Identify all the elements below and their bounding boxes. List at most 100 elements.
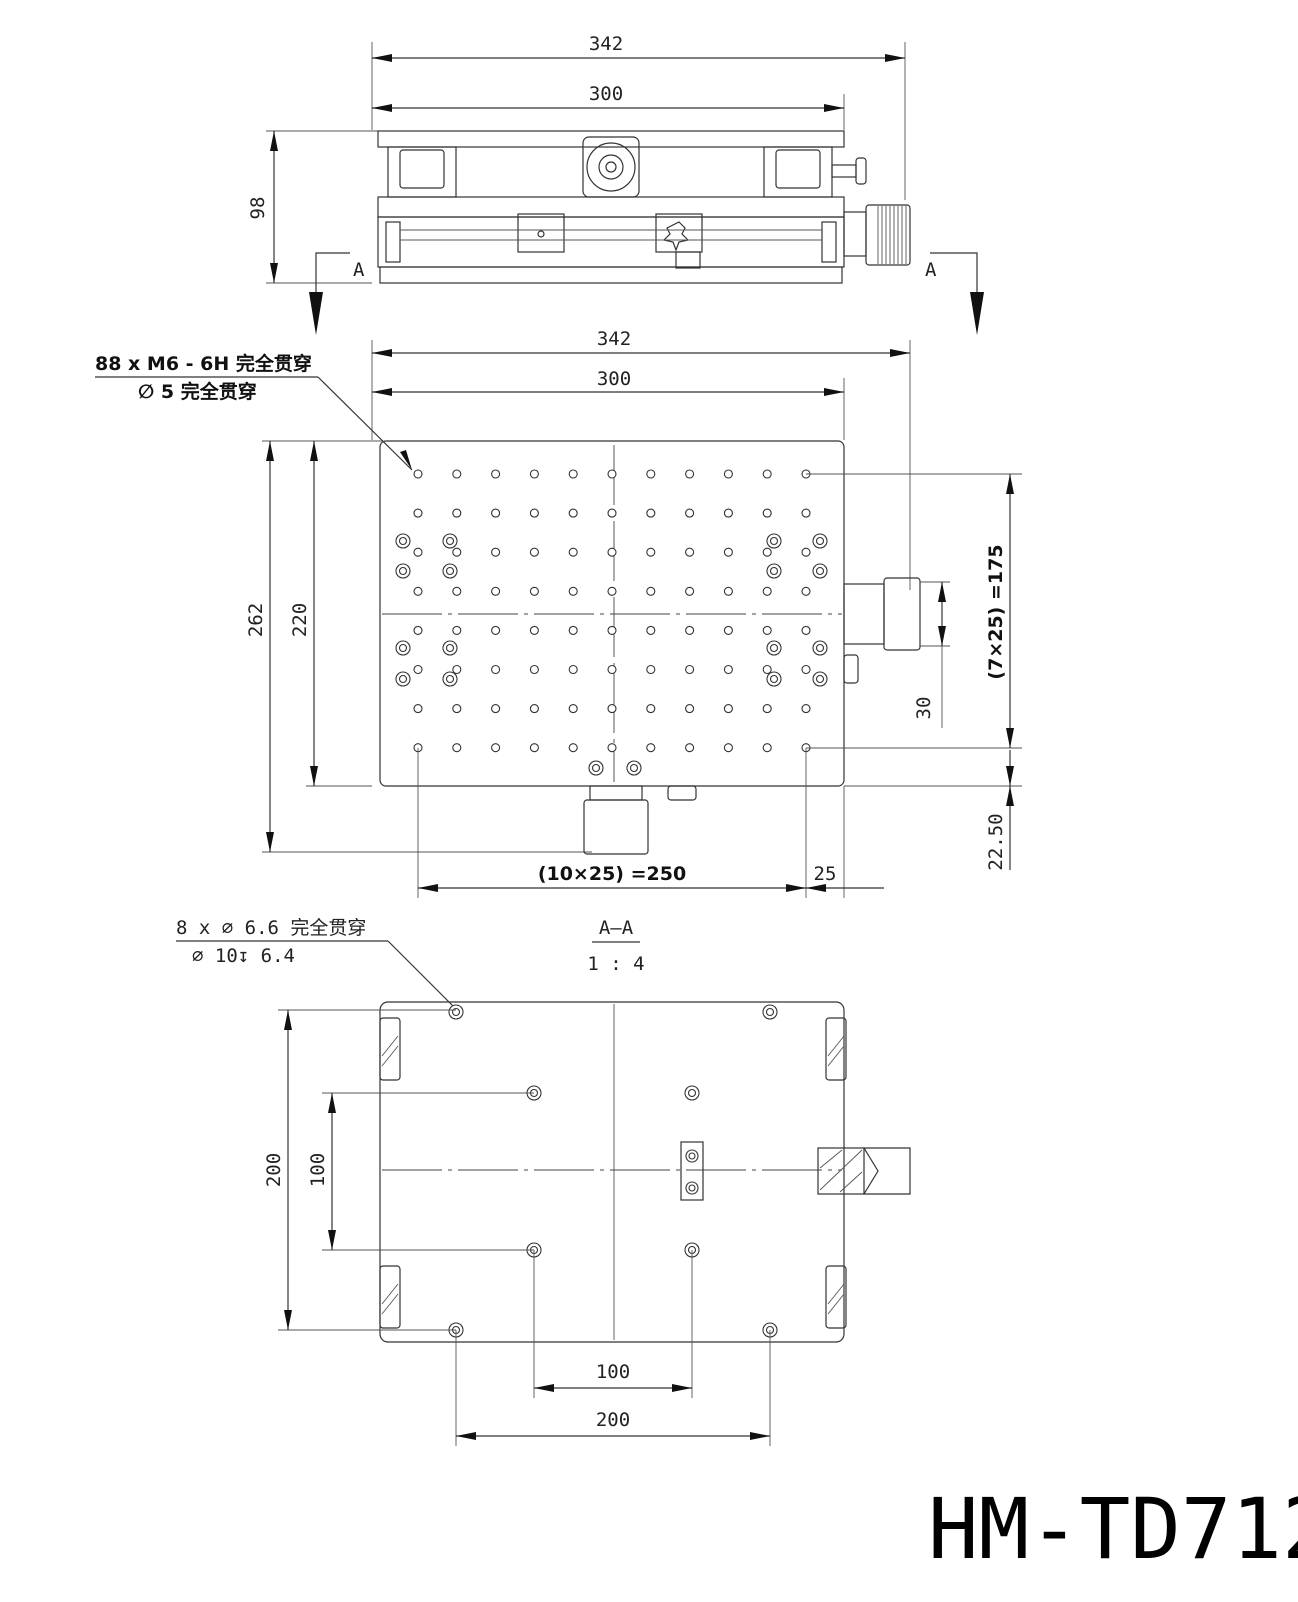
section-view: A—A 1 : 4 8 x ∅ 6.6 完全贯穿 ∅ 10↧ 6.4 [176, 917, 911, 1446]
tapped-hole [568, 508, 578, 518]
tapped-hole [529, 508, 539, 518]
bottom-dim-x-inner: 100 [596, 1361, 630, 1383]
tapped-hole [607, 469, 617, 479]
plan-depth-table: 220 [289, 603, 311, 637]
plan-hole-note-1: 88 x M6 - 6H 完全贯穿 [95, 352, 312, 375]
tapped-hole [762, 508, 772, 518]
mounting-hole [445, 643, 455, 653]
tapped-hole [452, 704, 462, 714]
front-width-overall: 342 [589, 33, 623, 55]
bottom-hole-note-2: ∅ 10↧ 6.4 [192, 945, 295, 967]
plan-pitch-y: (7×25) =175 [985, 544, 1007, 679]
bottom-dim-y-inner: 100 [307, 1153, 329, 1187]
tapped-hole [568, 743, 578, 753]
tapped-hole [607, 586, 617, 596]
tapped-hole [491, 664, 501, 675]
knob-diameter: 30 [913, 697, 935, 720]
bottom-hole-note-1: 8 x ∅ 6.6 完全贯穿 [176, 917, 366, 939]
tapped-hole [723, 508, 733, 518]
section-name: A—A [599, 917, 634, 939]
tapped-hole [607, 547, 617, 557]
plan-view: 342 300 88 x M6 - 6H 完全贯穿 ∅ 5 完全贯穿 262 2… [95, 328, 1022, 898]
tapped-hole [491, 743, 501, 753]
tapped-hole [685, 586, 695, 596]
tapped-hole [413, 664, 423, 675]
tapped-hole [607, 508, 617, 518]
tapped-hole [762, 625, 772, 635]
tapped-hole [685, 743, 695, 753]
tapped-hole [607, 743, 617, 753]
tapped-hole [762, 469, 772, 479]
front-view: 342 300 98 [247, 33, 984, 335]
mounting-hole [629, 763, 639, 773]
tapped-hole [801, 625, 811, 635]
bottom-dim-y-outer: 200 [263, 1153, 285, 1187]
tapped-hole [491, 508, 501, 518]
mounting-hole [769, 674, 779, 684]
plan-hole-note-2: ∅ 5 完全贯穿 [138, 380, 257, 403]
tapped-hole [646, 743, 656, 753]
hole-grid [395, 469, 828, 776]
tapped-hole [452, 664, 462, 675]
tapped-hole [646, 469, 656, 479]
tapped-hole [413, 508, 423, 518]
tapped-hole [529, 586, 539, 596]
tapped-hole [723, 743, 733, 753]
tapped-hole [801, 704, 811, 714]
tapped-hole [491, 586, 501, 596]
tapped-hole [529, 469, 539, 479]
tapped-hole [529, 547, 539, 557]
mounting-hole [591, 763, 601, 773]
tapped-hole [529, 664, 539, 675]
tapped-hole [452, 547, 462, 557]
tapped-hole [646, 625, 656, 635]
tapped-hole [413, 704, 423, 714]
tapped-hole [491, 547, 501, 557]
tapped-hole [452, 625, 462, 635]
tapped-hole [529, 625, 539, 635]
tapped-hole [491, 469, 501, 479]
mounting-hole [398, 643, 408, 653]
tapped-hole [529, 704, 539, 714]
tapped-hole [723, 704, 733, 714]
tapped-hole [568, 469, 578, 479]
knurled-knob [877, 206, 907, 264]
mounting-hole [398, 674, 408, 684]
plan-edge-offset-x: 25 [814, 863, 837, 885]
tapped-hole [452, 743, 462, 753]
section-scale: 1 : 4 [587, 953, 644, 975]
clamp-block [379, 1017, 847, 1329]
tapped-hole [607, 704, 617, 714]
tapped-hole [607, 625, 617, 635]
front-width-table: 300 [589, 83, 623, 105]
plan-depth-overall: 262 [245, 603, 267, 637]
tapped-hole [723, 664, 733, 675]
mounting-hole [815, 566, 825, 576]
tapped-hole [646, 547, 656, 557]
plan-width-table: 300 [597, 368, 631, 390]
section-label-right: A [925, 259, 937, 281]
tapped-hole [762, 743, 772, 753]
mounting-hole [769, 643, 779, 653]
tapped-hole [413, 586, 423, 596]
section-label-left: A [353, 259, 365, 281]
tapped-hole [801, 547, 811, 557]
counterbore-hole [448, 1004, 778, 1338]
tapped-hole [685, 469, 695, 479]
tapped-hole [646, 508, 656, 518]
mounting-hole [815, 643, 825, 653]
mounting-hole [445, 536, 455, 546]
mounting-hole [769, 536, 779, 546]
tapped-hole [762, 547, 772, 557]
tapped-hole [646, 664, 656, 675]
tapped-hole [607, 664, 617, 675]
tapped-hole [413, 547, 423, 557]
mounting-hole [445, 566, 455, 576]
plan-width-overall: 342 [597, 328, 631, 350]
tapped-hole [685, 547, 695, 557]
tapped-hole [529, 743, 539, 753]
tapped-hole [413, 625, 423, 635]
mounting-hole [815, 674, 825, 684]
tapped-hole [568, 547, 578, 557]
